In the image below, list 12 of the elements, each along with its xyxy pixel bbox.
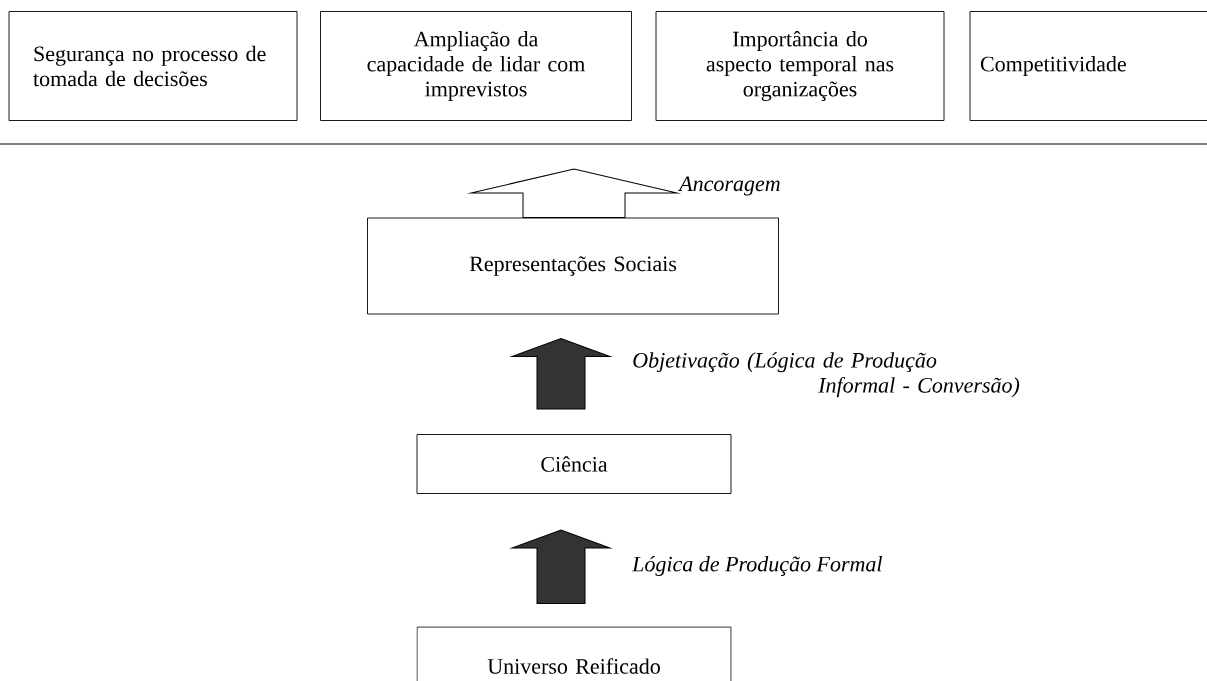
concept-box: Representações Sociais — [367, 217, 779, 315]
block-arrow — [511, 337, 611, 410]
edge-label: Ancoragem — [678, 176, 780, 196]
edge-label: Objetivação (Lógica de Produção Informal - Conversão) — [633, 352, 1020, 398]
block-arrow — [511, 529, 611, 605]
edge-label: Lógica de Produção Formal — [631, 556, 883, 576]
concept-box: Ciência — [416, 434, 732, 494]
concept-box: Importância do aspecto temporal nas organizações — [655, 11, 945, 121]
concept-box: Ampliação da capacidade de lidar com imprevistos — [320, 11, 632, 121]
concept-box: Segurança no processo de tomada de decisões — [8, 11, 298, 121]
concept-box: Universo Reificado — [416, 626, 732, 681]
concept-box: Competitividade — [969, 11, 1207, 121]
